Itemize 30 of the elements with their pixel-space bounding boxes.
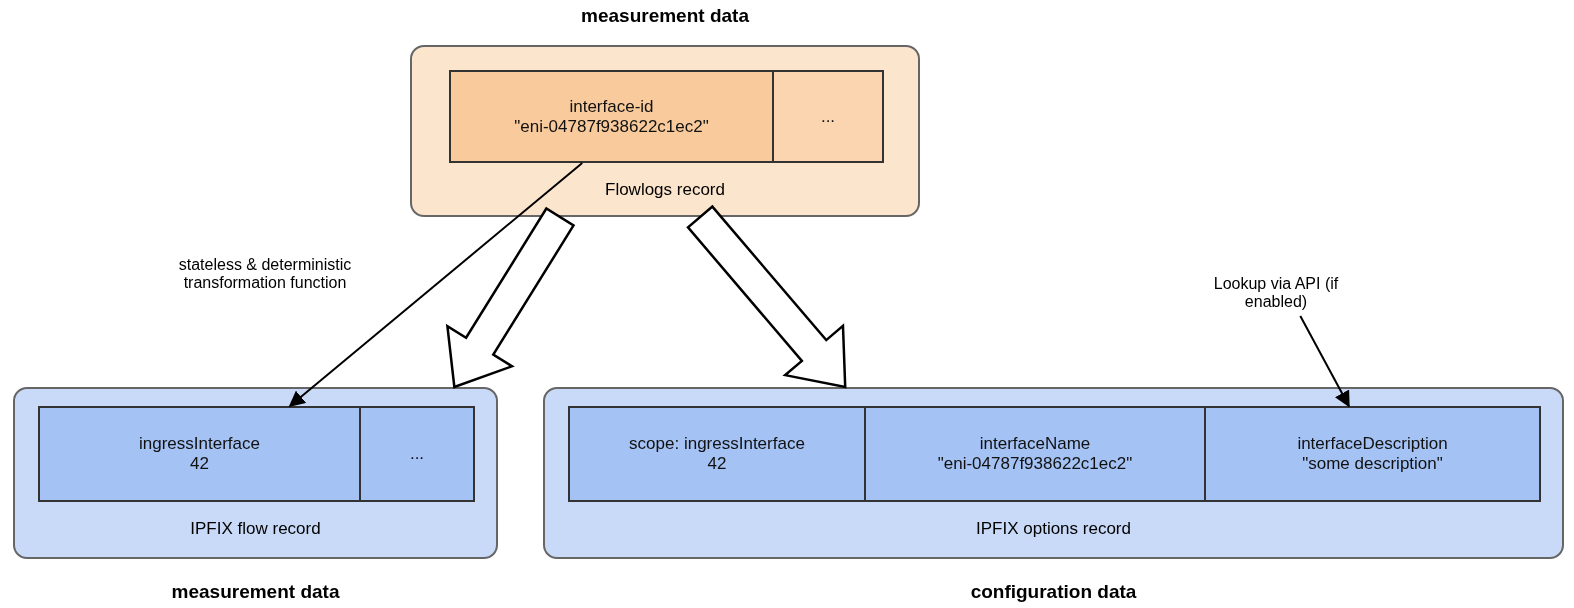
section-heading: measurement data — [170, 581, 341, 603]
record-caption: IPFIX options record — [975, 519, 1132, 539]
field-cell — [449, 70, 774, 163]
field-cell — [1204, 406, 1541, 502]
field-name: interface-id — [569, 96, 654, 117]
field-cell — [38, 406, 361, 502]
field-value: 42 — [707, 454, 727, 474]
field-name: interfaceDescription — [1297, 434, 1448, 454]
field-name: interfaceName — [979, 434, 1091, 454]
field-value: "eni-04787f938622c1ec2" — [937, 454, 1133, 474]
record-caption: Flowlogs record — [604, 180, 726, 200]
field-name: ... — [820, 106, 836, 127]
field-name: ... — [409, 444, 425, 464]
arrow — [288, 162, 584, 407]
section-heading: configuration data — [969, 581, 1138, 603]
field-cell — [772, 70, 884, 163]
field-value: "some description" — [1302, 454, 1443, 474]
field-name: scope: ingressInterface — [629, 434, 805, 454]
arrow — [1299, 315, 1350, 408]
field-cell — [568, 406, 866, 502]
block-arrow — [686, 204, 847, 389]
block-arrow — [445, 206, 576, 389]
field-cell — [359, 406, 475, 502]
field-cell — [864, 406, 1206, 502]
section-heading: measurement data — [580, 5, 750, 27]
field-value: 42 — [190, 454, 209, 474]
field-value: "eni-04787f938622c1ec2" — [514, 116, 709, 137]
annotation-text: Lookup via API (if enabled) — [1212, 270, 1340, 316]
record-caption: IPFIX flow record — [189, 519, 322, 539]
field-name: ingressInterface — [139, 434, 260, 454]
